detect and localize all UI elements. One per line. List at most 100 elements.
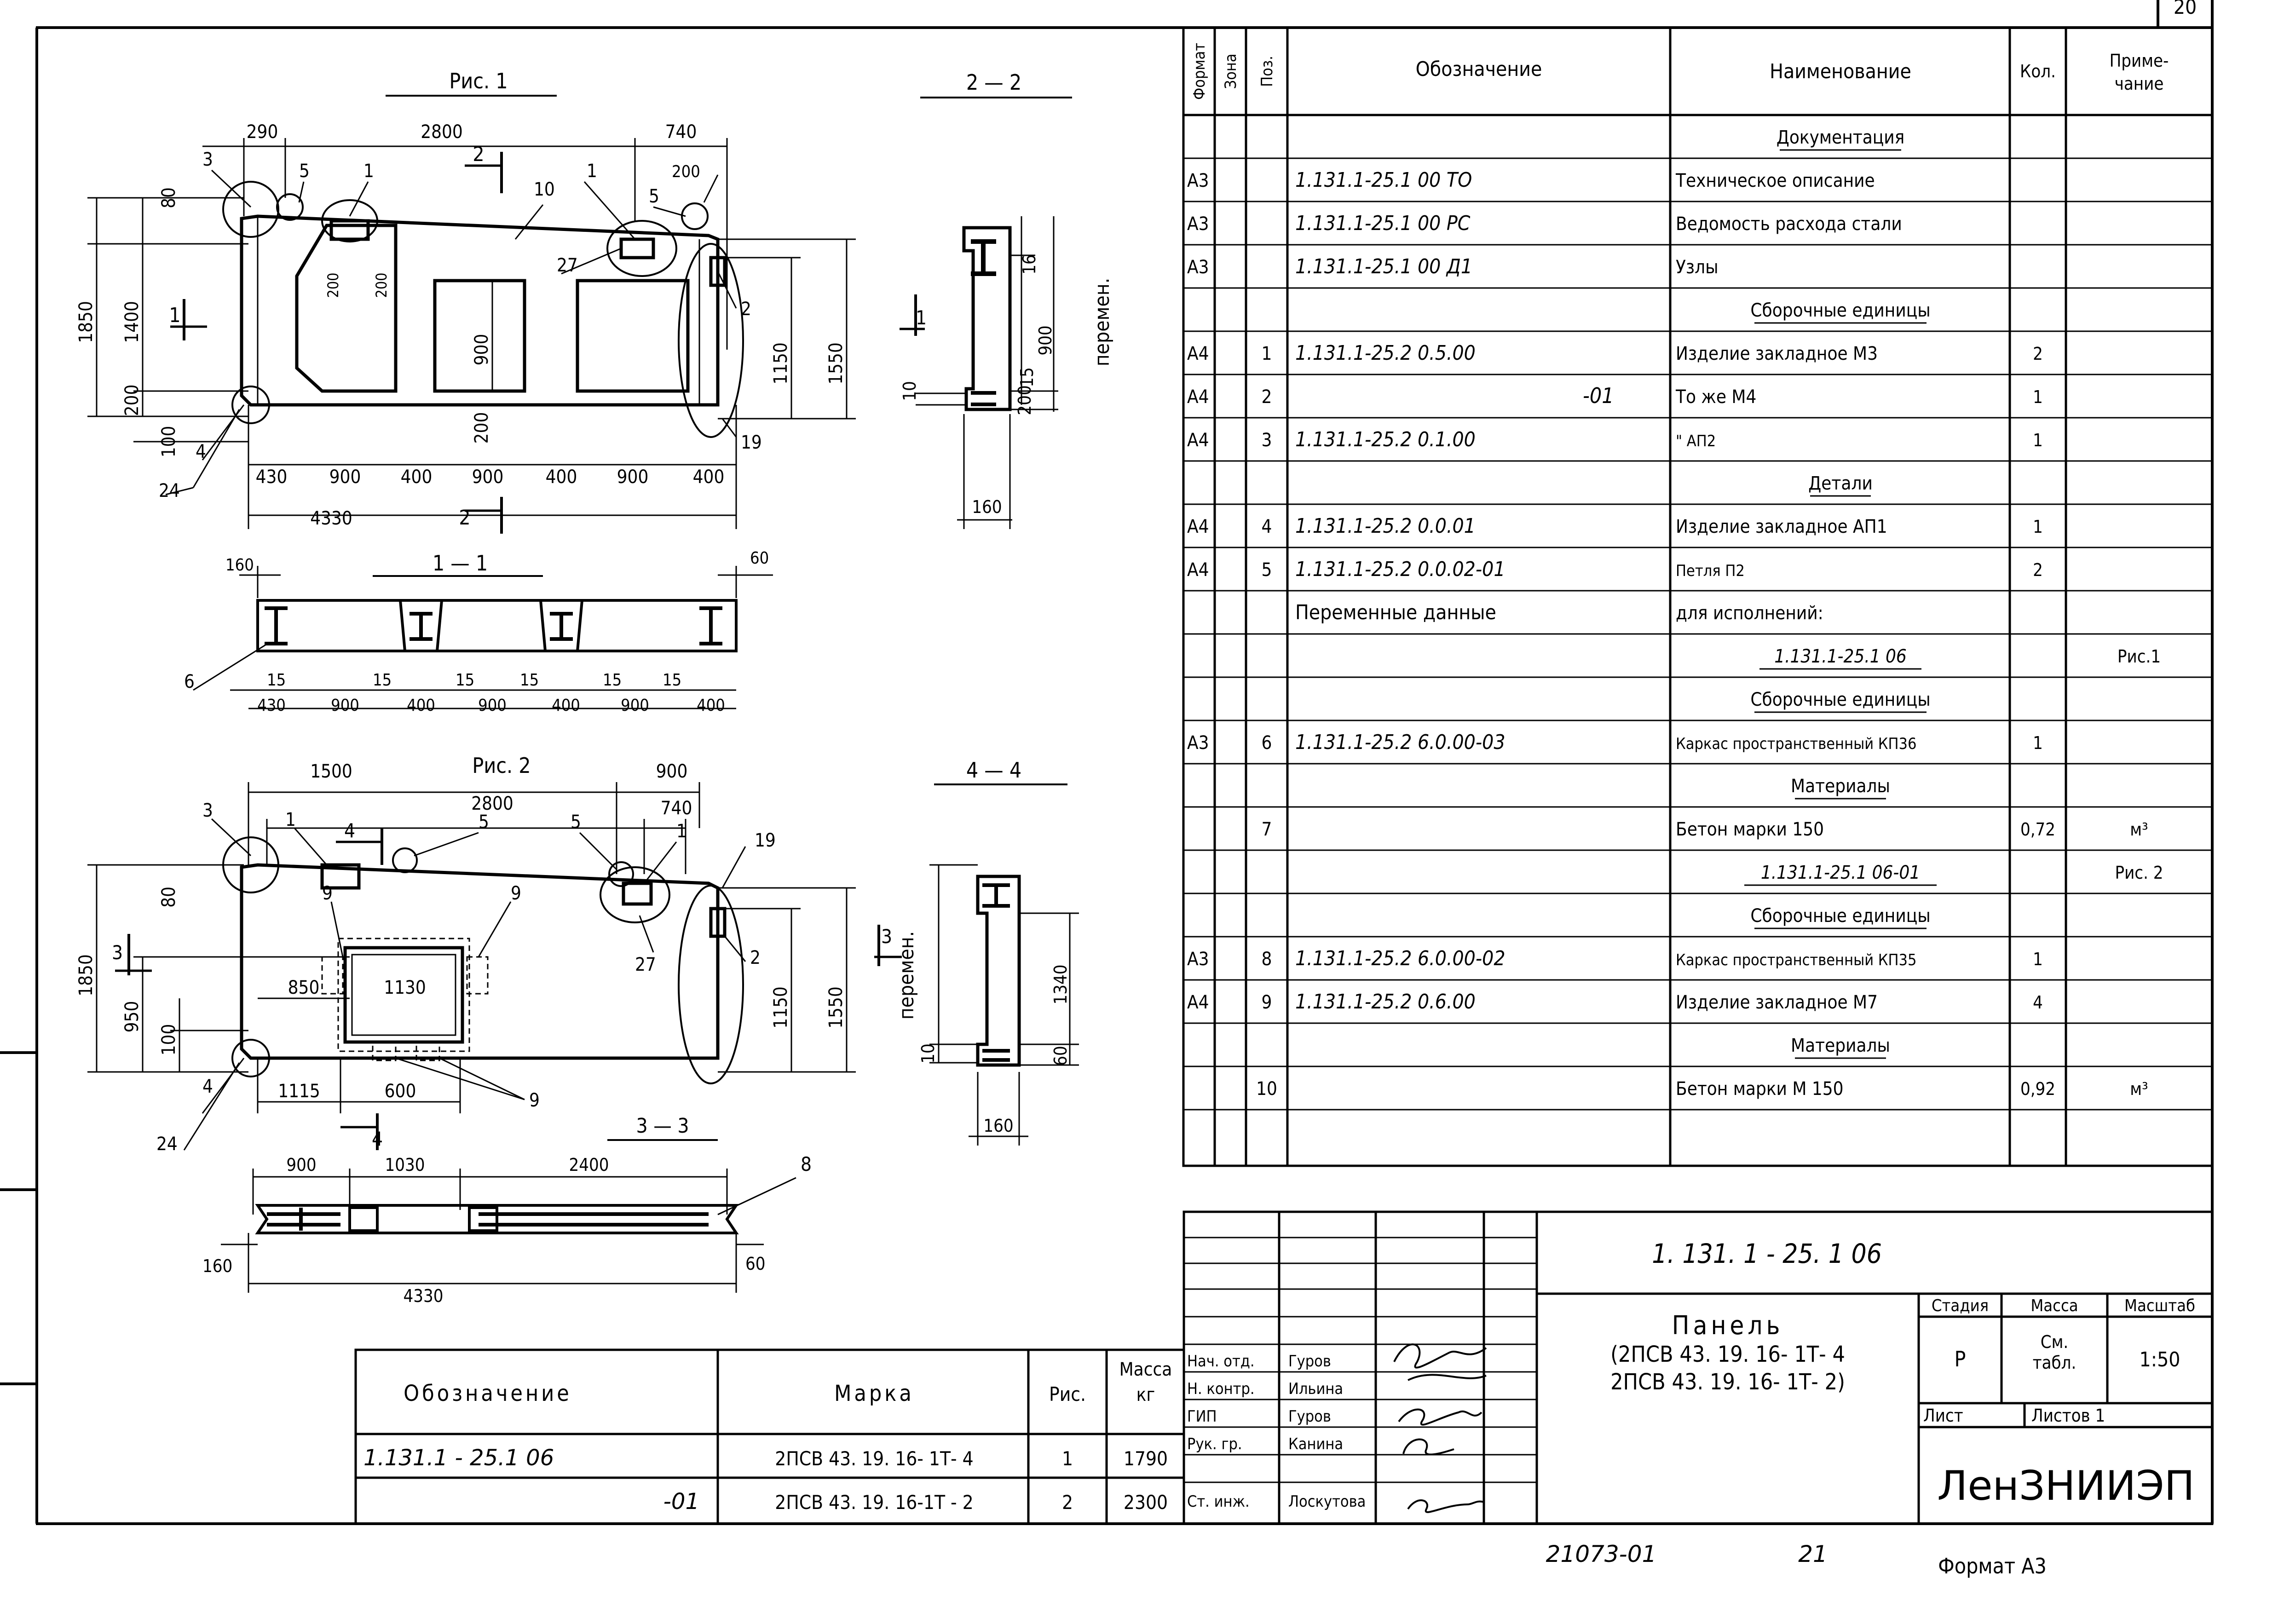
svg-text:Рис.: Рис. (1049, 1383, 1086, 1405)
svg-text:Гуров: Гуров (1288, 1407, 1331, 1426)
spec-designation: 1.131.1-25.2 0.0.02-01 (1295, 558, 1506, 581)
svg-text:60: 60 (750, 549, 769, 568)
svg-text:Стадия: Стадия (1932, 1296, 1989, 1315)
svg-text:1:50: 1:50 (2140, 1348, 2180, 1371)
svg-text:2ПСВ 43. 19. 16- 1Т- 2): 2ПСВ 43. 19. 16- 1Т- 2) (1610, 1369, 1845, 1395)
specification-table: Формат Зона Поз. Обозначение Наименовани… (1182, 26, 2214, 1167)
svg-text:60: 60 (1050, 1046, 1071, 1066)
fig1-dim-labels: 290 2800 740 80 1400 1850 200 100 430 90… (75, 121, 847, 529)
svg-text:900: 900 (471, 334, 492, 366)
fig2-title: Рис. 2 (472, 753, 531, 778)
svg-text:400: 400 (546, 466, 577, 488)
signature-scribbles (1393, 1343, 1487, 1513)
svg-text:400: 400 (697, 696, 725, 715)
svg-text:1550: 1550 (825, 986, 847, 1029)
spec-format: А4 (1187, 559, 1209, 581)
svg-text:Лоскутова: Лоскутова (1288, 1492, 1366, 1511)
svg-text:1500: 1500 (310, 761, 352, 782)
page-number: 20 (2174, 0, 2197, 19)
spec-format: А3 (1187, 732, 1209, 754)
svg-text:950: 950 (121, 1001, 143, 1033)
spec-format: А3 (1187, 949, 1209, 970)
svg-text:80: 80 (158, 187, 179, 208)
svg-text:19: 19 (755, 830, 776, 851)
svg-text:Поз.: Поз. (1258, 56, 1276, 87)
svg-text:60: 60 (745, 1254, 766, 1274)
spec-name: 1.131.1-25.1 06-01 (1761, 862, 1920, 883)
spec-format: А4 (1187, 992, 1209, 1013)
svg-text:10: 10 (900, 381, 920, 401)
svg-text:15: 15 (603, 671, 622, 690)
svg-text:1150: 1150 (770, 342, 791, 385)
spec-qty: 0,72 (2020, 819, 2055, 840)
spec-name: Сборочные единицы (1750, 300, 1930, 321)
fig1-cut-marks: 2 1 2 (169, 143, 503, 534)
svg-text:1340: 1340 (1050, 965, 1071, 1005)
svg-text:900: 900 (286, 1155, 316, 1175)
svg-text:21: 21 (1798, 1541, 1828, 1567)
spec-qty: 1 (2033, 387, 2043, 407)
sec33-title: 3 — 3 (636, 1114, 689, 1138)
svg-text:8: 8 (801, 1153, 812, 1175)
fig1-dim-lines (87, 138, 856, 529)
mass-value-2: табл. (2033, 1353, 2077, 1373)
section-2-2: 2 — 2 16 900 15 200 (900, 70, 1114, 529)
svg-text:Лист: Лист (1923, 1405, 1963, 1426)
sec11-title: 1 — 1 (433, 551, 488, 576)
spec-name: Сборочные единицы (1750, 905, 1930, 927)
svg-text:900: 900 (472, 466, 504, 488)
svg-text:Марка: Марка (834, 1381, 914, 1406)
svg-text:перемен.: перемен. (1090, 278, 1114, 366)
svg-text:400: 400 (693, 466, 725, 488)
svg-text:19: 19 (741, 432, 762, 453)
svg-text:9: 9 (511, 883, 521, 904)
svg-text:Нач. отд.: Нач. отд. (1187, 1352, 1255, 1371)
svg-text:5: 5 (571, 812, 581, 833)
spec-name: Материалы (1791, 776, 1890, 797)
spec-designation: 1.131.1-25.1 00 РС (1295, 212, 1471, 235)
spec-name: для исполнений: (1676, 603, 1823, 624)
svg-text:2300: 2300 (1124, 1491, 1168, 1514)
spec-pos: 5 (1262, 559, 1272, 581)
spec-name: Детали (1808, 473, 1873, 494)
spec-qty: 4 (2033, 992, 2043, 1013)
doc-code: 1. 131. 1 - 25. 1 06 (1652, 1238, 1882, 1269)
svg-text:2800: 2800 (471, 793, 513, 814)
svg-text:Обозначение: Обозначение (1416, 58, 1542, 81)
svg-text:3: 3 (202, 149, 213, 170)
spec-name: Техническое описание (1675, 170, 1875, 191)
spec-name: Документация (1777, 127, 1905, 148)
svg-text:2: 2 (1062, 1491, 1073, 1514)
spec-pos: 2 (1262, 386, 1272, 408)
svg-text:1115: 1115 (278, 1081, 320, 1102)
fig1-position-callouts: 3 5 1 10 1 5 200 27 2 19 4 24 (159, 149, 762, 501)
svg-text:Обозначение: Обозначение (404, 1381, 572, 1406)
svg-text:2800: 2800 (421, 121, 463, 143)
svg-text:5: 5 (479, 812, 489, 833)
svg-text:Масштаб: Масштаб (2124, 1296, 2195, 1315)
svg-text:900: 900 (656, 761, 688, 782)
svg-text:400: 400 (552, 696, 580, 715)
spec-name: Материалы (1791, 1035, 1890, 1056)
svg-text:100: 100 (158, 1024, 179, 1056)
spec-row: Материалы (1791, 1035, 1890, 1059)
svg-text:1: 1 (285, 809, 296, 830)
marks-mass-header-2: кг (1136, 1384, 1155, 1405)
spec-format: А4 (1187, 343, 1209, 364)
title-block: 1. 131. 1 - 25. 1 06 Панель (2ПСВ 43. 19… (1182, 1210, 2214, 1525)
svg-text:Кол.: Кол. (2020, 61, 2056, 81)
svg-text:400: 400 (401, 466, 433, 488)
spec-format: А3 (1187, 170, 1209, 191)
svg-text:200: 200 (672, 162, 700, 181)
spec-pos: 3 (1262, 430, 1272, 451)
svg-text:3: 3 (112, 941, 123, 964)
svg-text:100: 100 (158, 426, 179, 458)
